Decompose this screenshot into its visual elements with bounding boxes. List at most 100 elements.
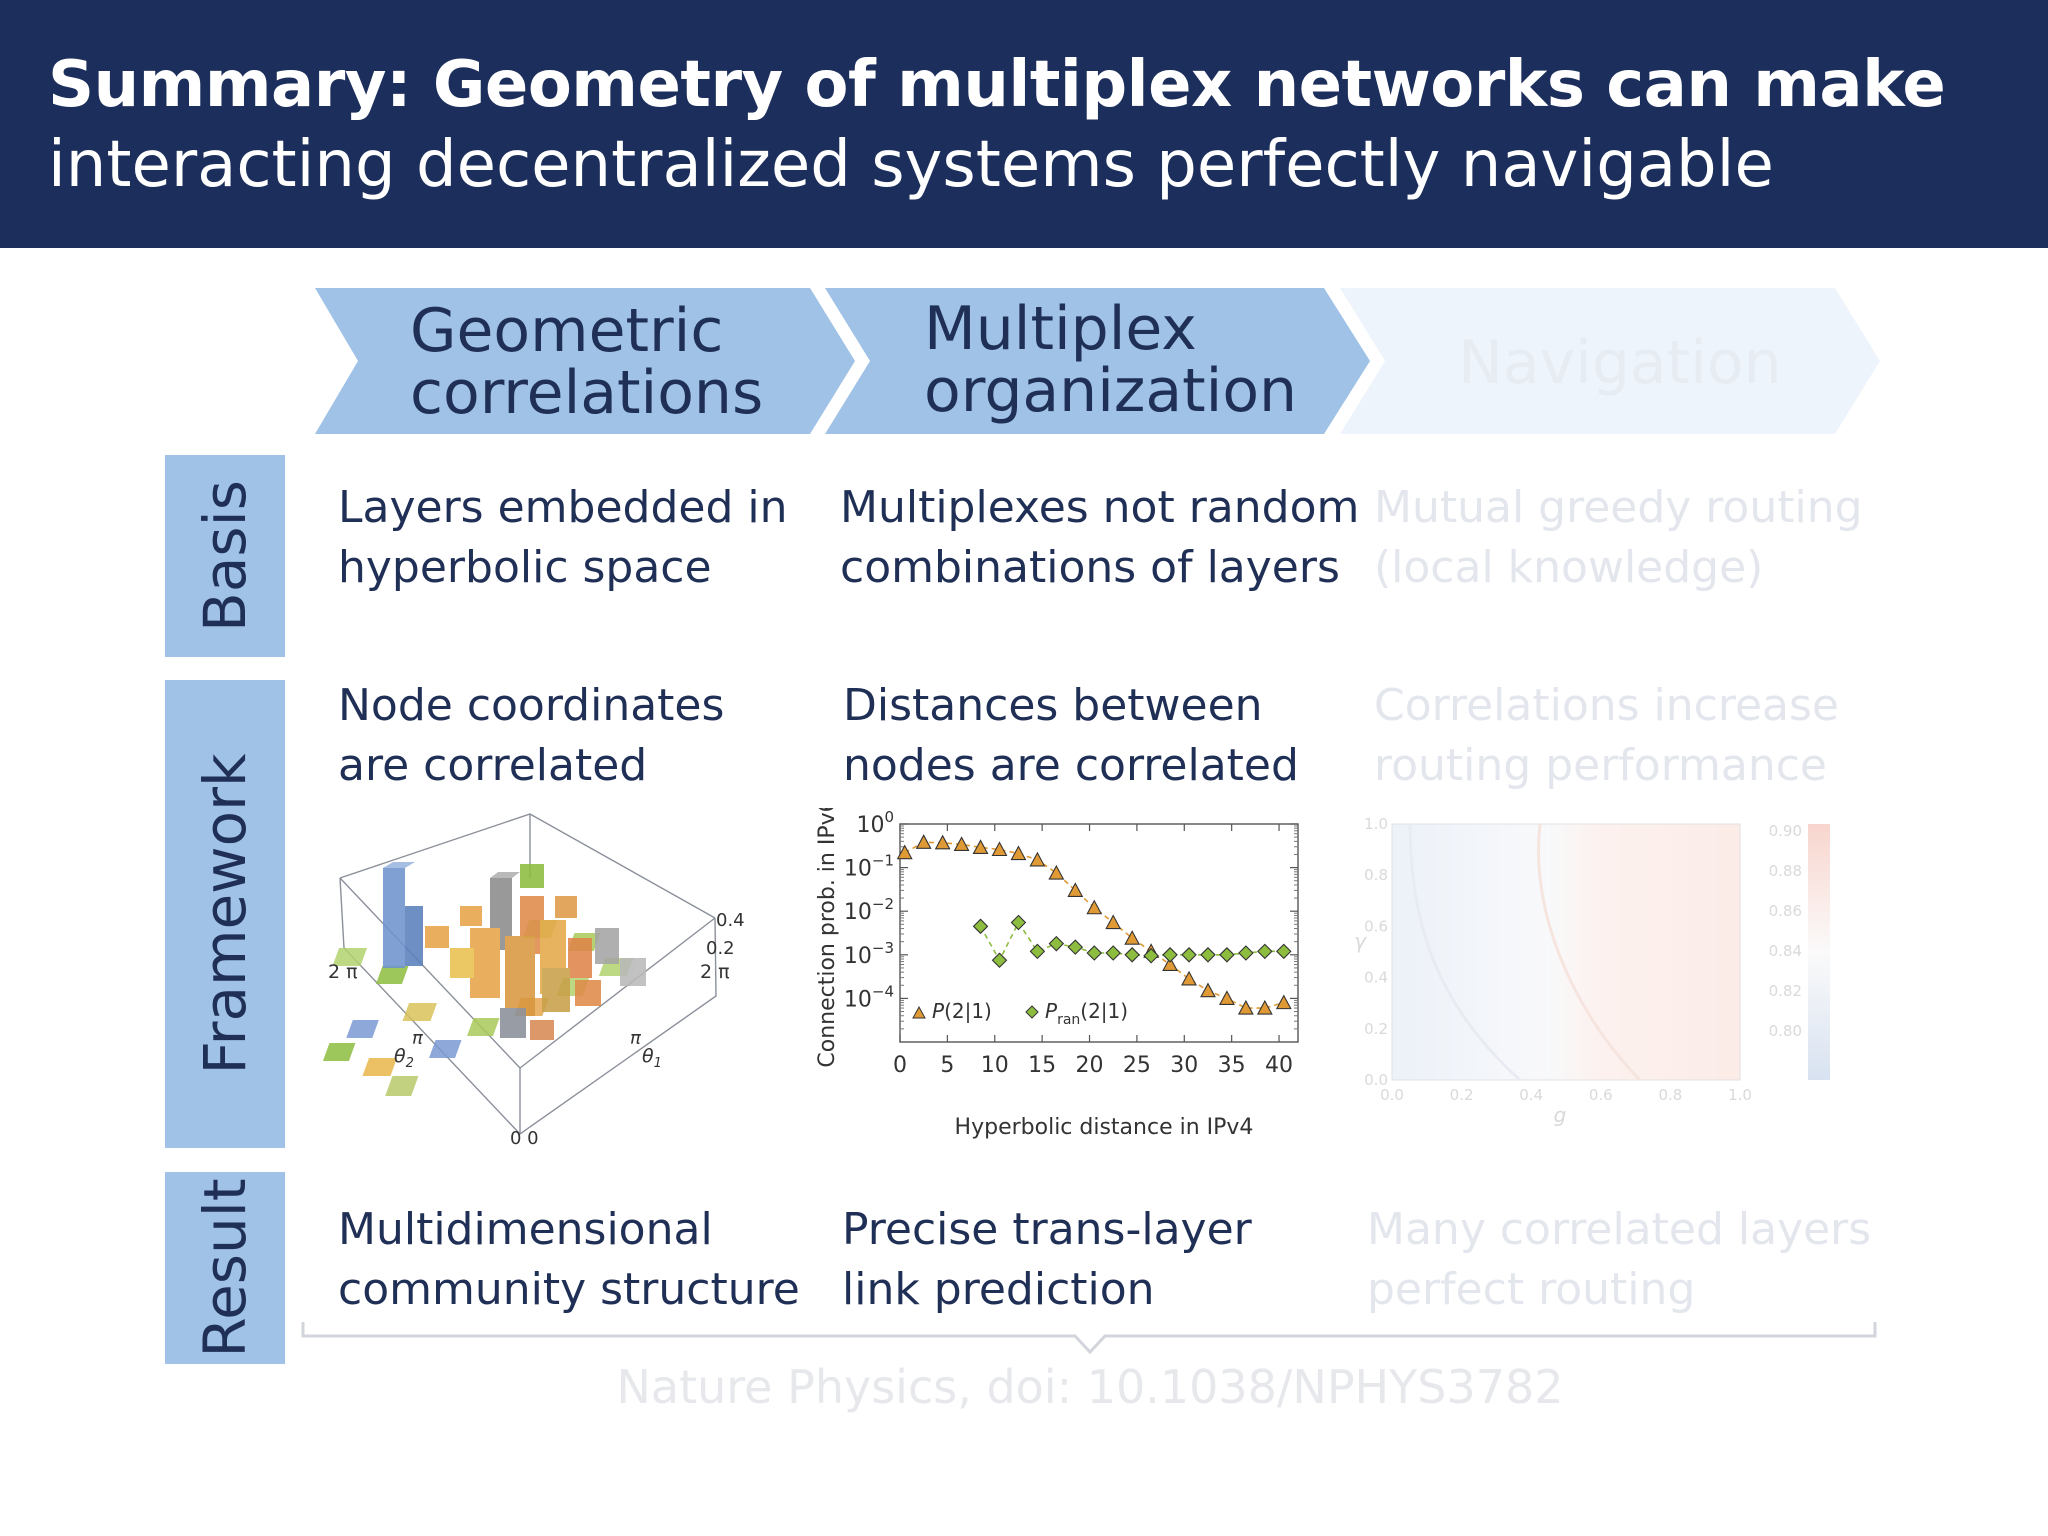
hist3d-label-origin: 0 0 — [510, 1128, 539, 1149]
triangle-point — [915, 834, 932, 849]
triangle-point — [896, 844, 913, 860]
triangle-point — [1048, 864, 1065, 880]
triangle-point — [1219, 990, 1235, 1005]
diamond-point — [1238, 945, 1254, 961]
scatter-ytick-label: 10−4 — [844, 982, 894, 1012]
legend-label-p21: P(2|1) — [932, 999, 992, 1023]
cell-framework-multiplex: Distances between nodes are correlated — [843, 680, 1299, 791]
scatter-lines — [904, 841, 1285, 1009]
legend-triangle-marker — [912, 1005, 926, 1019]
triangle-point — [1029, 851, 1046, 867]
slide-title: Summary: Geometry of multiplex networks … — [48, 48, 1946, 122]
diamond-point — [991, 952, 1008, 969]
column-header-geometric: Geometric correlations — [410, 296, 764, 428]
cell-framework-geometric: Node coordinates are correlated — [338, 680, 725, 791]
hist3d-bars — [383, 862, 646, 1040]
diamond-point — [1067, 939, 1084, 955]
scatter-xtick-label: 5 — [940, 1053, 954, 1078]
scatter-xlabel: Hyperbolic distance in IPv4 — [955, 1115, 1254, 1140]
diamond-point — [1143, 947, 1159, 964]
heatmap-xtick-label: 0.8 — [1658, 1086, 1682, 1104]
triangle-point — [934, 834, 951, 850]
triangle-point — [1010, 845, 1027, 861]
diamond-point — [1086, 945, 1103, 961]
hist3d-label-theta1: θ1 — [642, 1045, 662, 1071]
diamond-point — [1257, 943, 1273, 960]
title-banner: Summary: Geometry of multiplex networks … — [0, 0, 2048, 248]
diamond-point — [1010, 914, 1027, 931]
heatmap-xtick-label: 0.4 — [1519, 1086, 1543, 1104]
cell-framework-navigation: Correlations increase routing performanc… — [1374, 680, 1839, 791]
scatter-points — [896, 834, 1292, 1015]
heatmap-ytick-label: 1.0 — [1364, 815, 1388, 833]
heatmap-xtick-label: 0.0 — [1380, 1086, 1404, 1104]
cell-result-geometric: Multidimensional community structure — [338, 1204, 800, 1315]
legend-diamond-marker — [1025, 1005, 1039, 1019]
cell-basis-geometric: Layers embedded in hyperbolic space — [338, 482, 788, 593]
heatmap-ytick-label: 0.8 — [1364, 866, 1388, 884]
triangle-point — [1181, 970, 1197, 986]
chevron-geometric — [315, 288, 855, 434]
heatmap-colorbar-tick: 0.90 — [1769, 822, 1802, 840]
triangle-point — [953, 836, 970, 851]
hist3d-label-2pi-right: 2 π — [700, 961, 730, 983]
row-label-basis: Basis — [165, 455, 285, 657]
scatter-ytick-label: 10−2 — [844, 895, 894, 925]
triangle-point — [1086, 899, 1103, 915]
heatmap-colorbar-tick: 0.82 — [1769, 982, 1802, 1000]
scatter-ylabel: Connection prob. in IPv6 — [815, 808, 840, 1068]
bottom-brace — [301, 1322, 1877, 1355]
heatmap-colorbar-tick: 0.80 — [1769, 1022, 1802, 1040]
diamond-point — [1029, 943, 1046, 960]
scatter-xtick-label: 10 — [981, 1053, 1009, 1078]
scatter-ytick-label: 10−1 — [844, 852, 894, 882]
diamond-point — [1105, 945, 1121, 961]
row-label-result: Result — [165, 1172, 285, 1364]
diamond-point — [1048, 935, 1065, 952]
series-line-0 — [904, 841, 1285, 1009]
triangle-point — [1067, 882, 1084, 897]
scatter-xtick-label: 0 — [893, 1053, 907, 1078]
heatmap-ytick-label: 0.0 — [1364, 1071, 1388, 1089]
scatter-xtick-label: 35 — [1218, 1053, 1246, 1078]
heatmap-xtick-label: 1.0 — [1728, 1086, 1752, 1104]
triangle-point — [1256, 999, 1273, 1015]
heatmap-ylabel: γ — [1354, 929, 1367, 953]
heatmap-colorbar-tick: 0.88 — [1769, 862, 1802, 880]
triangle-point — [972, 839, 989, 854]
triangle-point — [1162, 956, 1178, 972]
hist3d-figure: 2 π 2 π π θ2 π θ1 0 0 0.4 0.2 — [322, 813, 745, 1149]
triangle-point — [1105, 914, 1122, 930]
heatmap-ytick-label: 0.6 — [1364, 917, 1388, 935]
scatter-xtick-label: 20 — [1076, 1053, 1104, 1078]
cell-basis-multiplex: Multiplexes not random combinations of l… — [840, 482, 1360, 593]
cell-basis-navigation: Mutual greedy routing (local knowledge) — [1374, 482, 1863, 593]
cell-result-multiplex: Precise trans-layer link prediction — [842, 1204, 1252, 1315]
hist3d-box-edges — [339, 813, 717, 1135]
heatmap-colorbar-tick: 0.86 — [1769, 902, 1802, 920]
scatter-legend: P(2|1) Pran(2|1) — [912, 999, 1128, 1028]
heatmap-xtick-label: 0.2 — [1450, 1086, 1474, 1104]
hist3d-ztick-02: 0.2 — [706, 938, 735, 959]
triangle-point — [1200, 982, 1216, 998]
diamond-point — [1162, 947, 1178, 963]
citation-text: Nature Physics, doi: 10.1038/NPHYS3782 — [616, 1360, 1564, 1414]
scatter-xtick-label: 25 — [1123, 1053, 1151, 1078]
row-label-framework: Framework — [165, 680, 285, 1148]
scatter-frame — [899, 823, 1299, 1043]
chevron-navigation — [1340, 288, 1880, 434]
triangle-point — [991, 841, 1008, 857]
cell-result-navigation: Many correlated layers perfect routing — [1367, 1204, 1872, 1315]
triangle-point — [1124, 930, 1141, 945]
diamond-point — [1276, 943, 1292, 960]
scatter-xtick-label: 40 — [1265, 1053, 1293, 1078]
heatmap-contour-2 — [1536, 823, 1642, 1082]
heatmap-xtick-label: 0.6 — [1589, 1086, 1613, 1104]
heatmap-plot — [1391, 823, 1741, 1081]
column-header-navigation: Navigation — [1458, 328, 1782, 398]
heatmap-ytick-label: 0.4 — [1364, 969, 1388, 987]
